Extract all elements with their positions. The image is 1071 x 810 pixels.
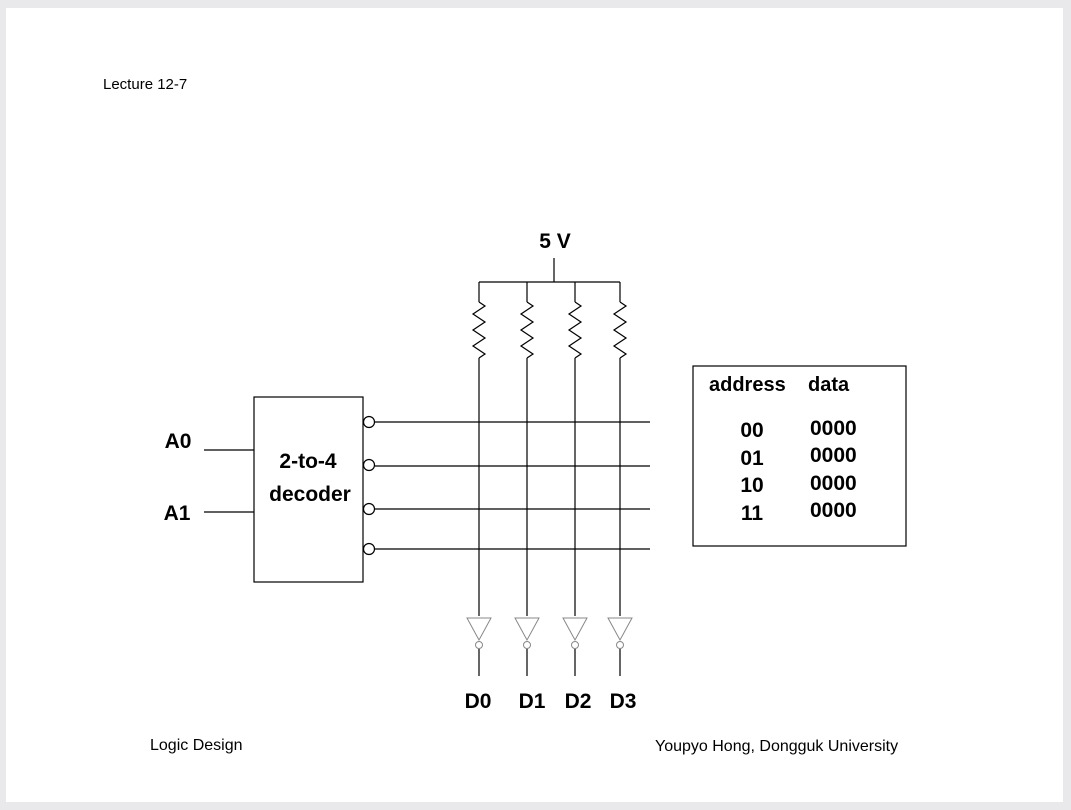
memory-row-address: 10 <box>740 474 763 497</box>
pull-up-resistors <box>471 282 628 368</box>
supply-rail <box>479 258 620 283</box>
memory-row-address: 00 <box>740 419 763 442</box>
inverter-d3 <box>607 617 633 649</box>
memory-row-data: 0000 <box>810 417 857 440</box>
resistor-d1 <box>519 282 535 368</box>
decoder-label-line1: 2-to-4 <box>279 450 336 473</box>
resistor-d2 <box>567 282 583 368</box>
input-label-a0: A0 <box>165 430 192 453</box>
memory-row-address: 01 <box>740 447 764 470</box>
memory-table-box <box>692 365 907 547</box>
memory-row-address: 11 <box>741 502 764 525</box>
inversion-bubble <box>362 542 376 556</box>
inversion-bubble <box>362 458 376 472</box>
word-lines <box>362 415 650 556</box>
resistor-d3 <box>612 282 628 368</box>
lecture-number: Lecture 12-7 <box>103 76 188 93</box>
inverter-d1 <box>514 617 540 649</box>
output-leads <box>478 649 621 676</box>
inverter-d0 <box>466 617 492 649</box>
supply-label: 5 V <box>539 230 571 253</box>
memory-table-header-address: address <box>709 374 786 396</box>
memory-row-data: 0000 <box>810 472 857 495</box>
output-label-d3: D3 <box>610 690 637 713</box>
memory-row-data: 0000 <box>810 499 857 522</box>
input-label-a1: A1 <box>164 502 191 525</box>
course-name: Logic Design <box>150 737 243 754</box>
output-label-d2: D2 <box>565 690 592 713</box>
author-credit: Youpyo Hong, Dongguk University <box>655 738 899 755</box>
output-label-d1: D1 <box>519 690 546 713</box>
decoder-label-line2: decoder <box>269 483 351 506</box>
inverter-d2 <box>562 617 588 649</box>
resistor-d0 <box>471 282 487 368</box>
decoder-block <box>253 396 364 583</box>
inversion-bubble <box>362 415 376 429</box>
inversion-bubble <box>362 502 376 516</box>
output-label-d0: D0 <box>465 690 492 713</box>
input-lines <box>204 449 254 513</box>
memory-row-data: 0000 <box>810 444 857 467</box>
bit-lines <box>478 368 621 616</box>
memory-table-header-data: data <box>808 374 850 396</box>
output-inverters <box>466 617 633 649</box>
